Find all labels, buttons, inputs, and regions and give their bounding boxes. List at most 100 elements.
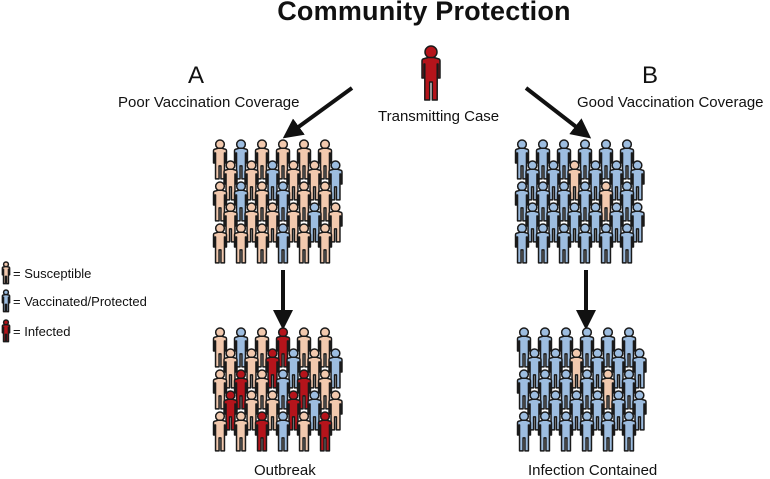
- scenario-b-result: Infection Contained: [528, 462, 658, 479]
- crowd-b-contained-person-4-2: [548, 390, 563, 431]
- crowd-b-before-person-3-1: [514, 181, 530, 222]
- crowd-a-before-person-2-4: [286, 160, 301, 201]
- crowd-a-before-person-4-6: [328, 202, 343, 243]
- crowd-a-outbreak-person-3-6: [317, 369, 333, 410]
- crowd-a-before-person-3-2: [233, 181, 249, 222]
- crowd-b-before-person-2-2: [546, 160, 561, 201]
- crowd-b-contained-person-5-4: [579, 411, 595, 452]
- crowd-a-outbreak-person-2-2: [244, 348, 259, 389]
- legend-susceptible-label: = Susceptible: [13, 266, 92, 281]
- crowd-a-before-person-3-1: [212, 181, 228, 222]
- crowd-a-before-person-1-6: [317, 139, 333, 180]
- crowd-a-before-person-1-1: [212, 139, 228, 180]
- crowd-a-before-person-3-5: [296, 181, 312, 222]
- scenario-a-coverage: Poor Vaccination Coverage: [118, 94, 300, 111]
- crowd-a-before-person-2-5: [307, 160, 322, 201]
- crowd-b-before-person-2-3: [567, 160, 582, 201]
- arrow-source-to-a: [282, 86, 354, 139]
- crowd-b-before-person-4-5: [609, 202, 624, 243]
- scenario-b-letter: B: [642, 62, 659, 89]
- legend-icons: [1, 261, 11, 343]
- crowd-a-outbreak-person-5-1: [212, 411, 228, 452]
- crowd-a-before-person-5-6: [317, 223, 333, 264]
- crowd-b-contained-person-5-6: [621, 411, 637, 452]
- crowd-b-contained-person-1-4: [579, 327, 595, 368]
- crowd-a-outbreak-person-1-2: [233, 327, 249, 368]
- crowd-a-outbreak-person-1-1: [212, 327, 228, 368]
- crowd-a-outbreak-person-3-1: [212, 369, 228, 410]
- crowd-a-before-person-4-4: [286, 202, 301, 243]
- crowd-b-before-person-3-3: [556, 181, 572, 222]
- crowd-b-before-person-1-5: [598, 139, 614, 180]
- crowd-b-before-person-1-1: [514, 139, 530, 180]
- legend-infected-label: = Infected: [13, 324, 71, 339]
- legend-susceptible-icon: [1, 261, 11, 285]
- crowd-a-outbreak-person-1-4: [275, 327, 291, 368]
- legend-infected-icon: [1, 319, 11, 343]
- crowd-b-before-person-1-4: [577, 139, 593, 180]
- crowd-b-before-person-4-3: [567, 202, 582, 243]
- crowd-a-outbreak-person-5-5: [296, 411, 312, 452]
- crowd-a-before-person-4-1: [223, 202, 238, 243]
- crowd-b-before-person-2-1: [525, 160, 540, 201]
- crowd-a-outbreak: [212, 327, 343, 452]
- crowd-a-before-person-1-4: [275, 139, 291, 180]
- crowd-a-before-person-4-2: [244, 202, 259, 243]
- crowd-b-contained-person-4-5: [611, 390, 626, 431]
- crowd-b-before-person-5-6: [619, 223, 635, 264]
- crowd-a-outbreak-person-5-2: [233, 411, 249, 452]
- crowd-a-before-person-3-4: [275, 181, 291, 222]
- crowd-b-before-person-2-4: [588, 160, 603, 201]
- crowd-a-outbreak-person-4-6: [328, 390, 343, 431]
- crowd-a-before-person-5-5: [296, 223, 312, 264]
- crowd-a-before: [212, 139, 343, 264]
- diagram-title: Community Protection: [277, 0, 571, 26]
- crowd-b-before-person-3-5: [598, 181, 614, 222]
- crowd-b-contained-person-3-1: [516, 369, 532, 410]
- crowd-a-outbreak-person-1-5: [296, 327, 312, 368]
- crowd-a-before-person-5-2: [233, 223, 249, 264]
- crowd-a-before-person-1-2: [233, 139, 249, 180]
- legend-vaccinated-icon: [1, 289, 11, 313]
- crowd-b-before-person-2-5: [609, 160, 624, 201]
- crowd-b-contained-person-2-4: [590, 348, 605, 389]
- crowd-a-outbreak-person-2-3: [265, 348, 280, 389]
- crowd-b-before-person-5-5: [598, 223, 614, 264]
- crowd-a-before-person-2-6: [328, 160, 343, 201]
- crowd-a-before-person-3-6: [317, 181, 333, 222]
- crowd-b-contained-person-4-1: [527, 390, 542, 431]
- crowd-b-contained-person-3-5: [600, 369, 616, 410]
- crowd-b-before-person-2-6: [630, 160, 645, 201]
- crowd-b-contained-person-1-2: [537, 327, 553, 368]
- transmitting-case-label: Transmitting Case: [378, 108, 500, 125]
- crowd-a-outbreak-person-3-2: [233, 369, 249, 410]
- crowd-a-before-person-5-3: [254, 223, 270, 264]
- crowd-a-outbreak-person-5-3: [254, 411, 270, 452]
- crowd-b-contained-person-5-3: [558, 411, 574, 452]
- crowd-b-before-person-5-1: [514, 223, 530, 264]
- crowd-b-before-person-3-6: [619, 181, 635, 222]
- crowd-b-before-person-3-2: [535, 181, 551, 222]
- crowd-a-before-person-5-1: [212, 223, 228, 264]
- crowd-a-outbreak-person-2-6: [328, 348, 343, 389]
- crowd-a-outbreak-person-4-5: [307, 390, 322, 431]
- crowd-b-contained-person-3-4: [579, 369, 595, 410]
- crowd-b-contained: [516, 327, 647, 452]
- crowd-a-outbreak-person-3-5: [296, 369, 312, 410]
- scenario-b-coverage: Good Vaccination Coverage: [577, 94, 764, 111]
- crowd-a-outbreak-person-4-3: [265, 390, 280, 431]
- crowd-a-before-person-4-5: [307, 202, 322, 243]
- crowd-b-contained-person-2-5: [611, 348, 626, 389]
- crowd-b-before-person-1-6: [619, 139, 635, 180]
- crowd-b-contained-person-5-1: [516, 411, 532, 452]
- crowd-b-contained-person-2-3: [569, 348, 584, 389]
- crowd-b-contained-person-1-5: [600, 327, 616, 368]
- crowd-a-before-person-2-3: [265, 160, 280, 201]
- crowd-b-before-person-4-1: [525, 202, 540, 243]
- crowd-b-contained-person-4-6: [632, 390, 647, 431]
- crowd-a-outbreak-person-2-5: [307, 348, 322, 389]
- crowd-b-contained-person-4-4: [590, 390, 605, 431]
- crowd-a-before-person-5-4: [275, 223, 291, 264]
- crowd-b-before-person-4-4: [588, 202, 603, 243]
